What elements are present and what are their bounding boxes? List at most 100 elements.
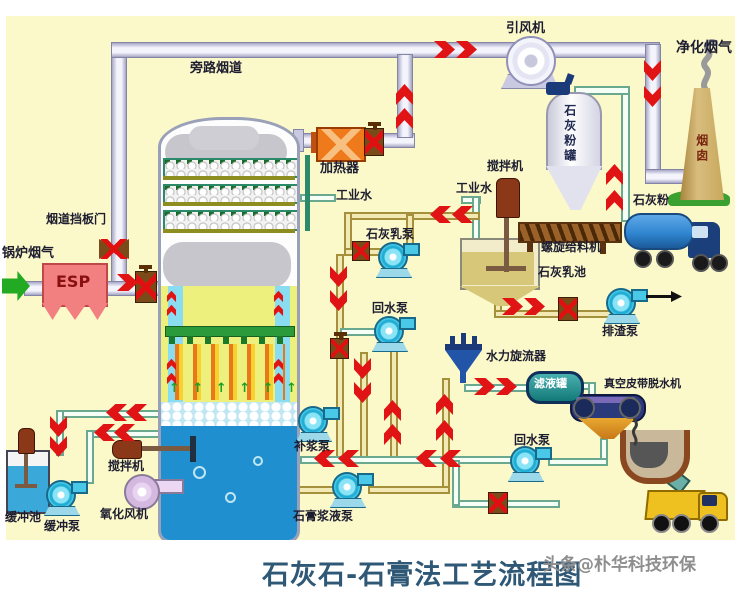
truck-wheel [710,254,728,272]
pump-base [372,342,408,352]
belt-wheel [573,397,595,419]
pool-agitator-shaft [504,216,509,272]
clean-gas-label: 净化烟气 [676,40,732,56]
feeder-leg [527,240,533,262]
filtrate-tank-label: 滤液罐 [534,377,567,390]
truck-wheel [634,250,652,268]
bypass-damper-valve-x [99,239,129,259]
agitator-bottom-label: 搅拌机 [108,459,145,473]
gypsum-contents [630,442,668,468]
gypsum-pump-label: 石膏浆液泵 [293,509,354,523]
vacuum-belt-label: 真空皮带脱水机 [604,377,681,390]
pump-outlet [357,473,374,486]
demister-bar [163,229,295,233]
esp-label: ESP [56,272,91,291]
lime-powder-label: 石灰粉 [633,193,670,207]
hydrocyclone-label: 水力旋流器 [486,349,547,363]
flow-arrow [524,298,545,315]
heater-flange [311,132,318,153]
hydrocyclone-stem [460,371,466,383]
return-pump-right-suction [548,458,608,466]
esp-teeth [42,303,108,320]
pump-outlet [323,407,340,420]
esp-body [42,263,108,307]
id-fan-impeller [506,36,556,86]
blowdown-valve [558,297,578,321]
tower-right-valve [330,332,349,359]
truck-wheel [672,514,691,533]
return-pump-mid-label: 回水泵 [372,301,409,315]
silo-dust-collector [546,82,570,95]
makeup-pump-label: 补浆泵 [294,439,331,453]
hydrocyclone-prong [450,336,455,345]
lime-milk-pump-label: 石灰乳泵 [366,227,415,241]
dump-truck-window [702,495,717,506]
pump-outlet [71,481,88,494]
tanker-truck-tank [624,213,694,250]
hydrocyclone-cap [445,344,482,350]
flow-arrow [474,378,495,395]
industrial-water-pipe-2v [472,196,480,244]
tanker-truck-window [692,226,708,238]
watermark: 头条@朴华科技环保 [543,555,696,575]
filtrate-tank [526,371,584,404]
flow-arrow [117,274,138,291]
pool-agitator-motor [496,178,520,218]
discharge-out-arrowhead [671,291,682,302]
lime-silo-body [546,92,602,170]
demister-layer [163,210,297,231]
heater-body [316,127,366,162]
oxidation-fan-label: 氧化风机 [100,507,149,521]
heater-outlet-valve [364,122,384,156]
feeder-leg [600,240,606,254]
smoke-icon [701,39,718,92]
industrial-water-pipe-2 [461,196,481,204]
makeup-pump [296,404,340,442]
lime-silo-label: 石灰粉罐 [562,104,577,164]
page-title: 石灰石-石膏法工艺流程图 [262,560,583,591]
return-pump-right-label: 回水泵 [514,433,551,447]
demister-bar [163,176,295,180]
truck-wheel [652,514,671,533]
return-header [300,456,516,464]
pump-base [604,314,640,324]
hydrocyclone-prong [472,336,477,345]
demister-layer [163,158,297,178]
bubble [253,456,263,466]
buffer-agitator-motor [18,428,35,454]
buffer-pool-label: 缓冲池 [5,510,42,524]
gypsum-pump-discharge [368,486,450,494]
demister-layer [163,184,297,204]
return-pump-right [508,444,552,482]
agitator-top-label: 搅拌机 [487,159,524,173]
demister-bar [163,202,295,206]
buffer-pump-label: 缓冲泵 [44,519,81,533]
pump-outlet [399,317,416,330]
pool-agitator-impeller [486,266,526,271]
flow-arrow [456,41,477,58]
mist-cloud [163,242,291,288]
top-flue-duct [111,42,660,58]
slurry-up-arrows: ↑ ↑ ↑ ↑ ↑ ↑ ↑ [169,381,300,396]
cyclone-to-tank-pipe [464,384,532,392]
title-band [0,540,735,602]
pump-base [44,506,80,516]
discharge-out-line [646,295,672,298]
discharge-pump-label: 排渣泵 [602,324,639,338]
industrial-water-label-1: 工业水 [336,188,373,202]
spray-streams [175,344,285,400]
screw-feeder-label: 螺旋给料机 [541,240,602,254]
heater-label: 加热器 [320,161,360,176]
lime-milk-pump-valve [352,241,370,261]
truck-wheel [700,514,719,533]
screw-feeder-trough [518,222,622,243]
lime-convey-pipe-h [574,86,630,95]
discharge-pump [604,286,648,324]
industrial-water-label-2: 工业水 [456,181,493,195]
mist-cloud [189,126,259,150]
gypsum-pump [330,470,374,508]
belt-top-strip [576,397,636,403]
flow-arrow [434,41,455,58]
pump-base [376,268,412,278]
